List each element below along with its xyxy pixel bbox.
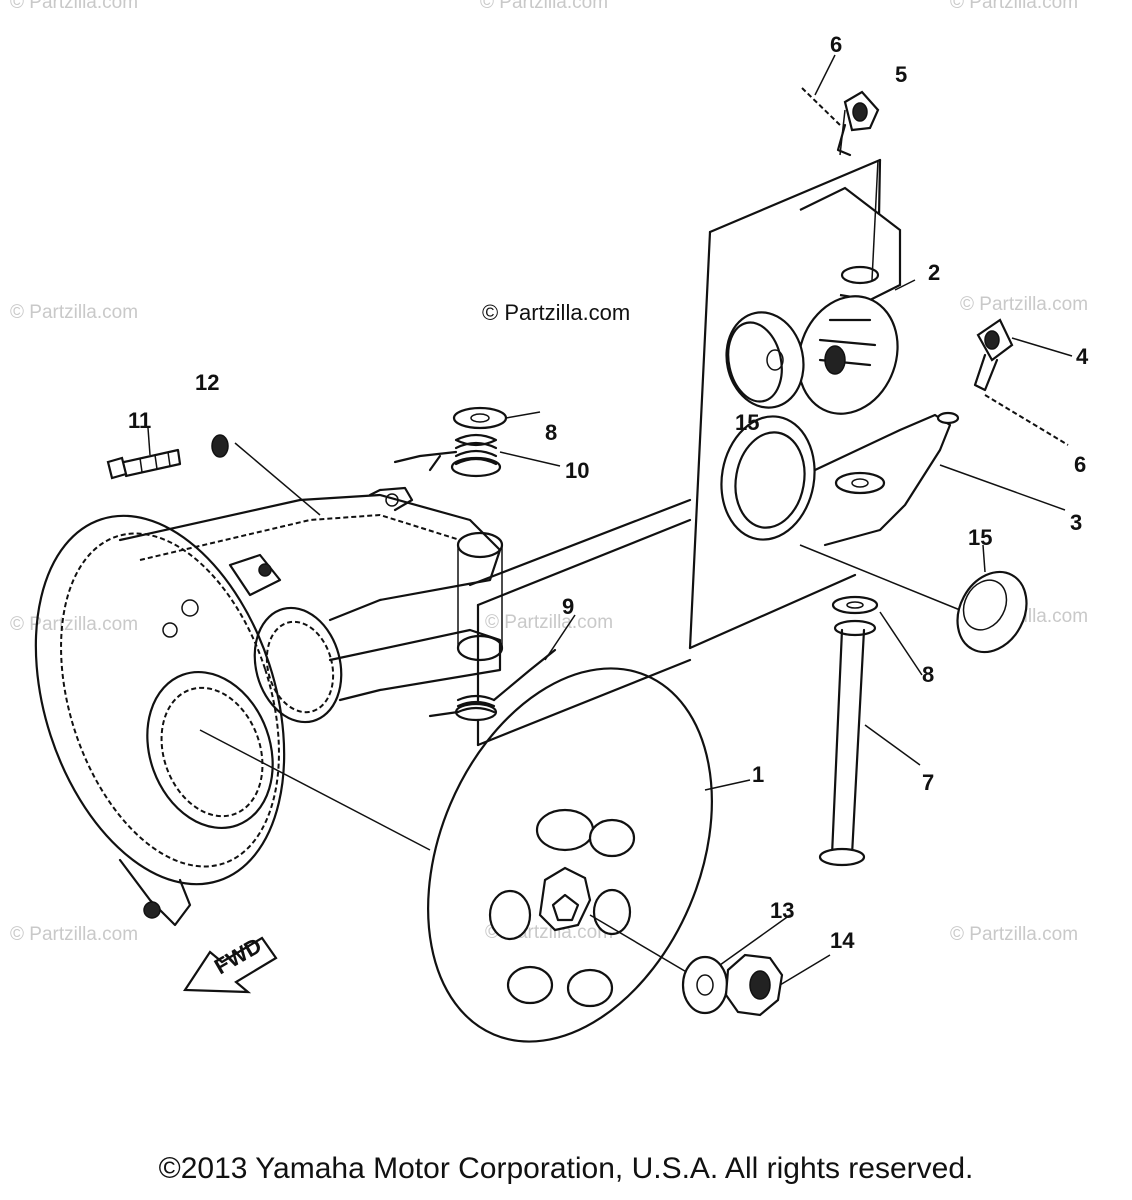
callout-8-upper: 8 — [545, 420, 557, 445]
callout-5: 5 — [895, 62, 907, 87]
callout-15-upper: 15 — [735, 410, 759, 435]
watermark: © Partzilla.com — [480, 0, 608, 13]
callout-3: 3 — [1070, 510, 1082, 535]
washer-8-upper — [452, 406, 508, 430]
watermark: © Partzilla.com — [950, 0, 1078, 13]
callout-10: 10 — [565, 458, 589, 483]
callout-8-lower: 8 — [922, 662, 934, 687]
drive-housing — [34, 486, 504, 927]
callout-9: 9 — [562, 594, 574, 619]
callout-13: 13 — [770, 898, 794, 923]
spring-9 — [428, 648, 557, 722]
watermark: © Partzilla.com — [10, 0, 138, 13]
leader-lines — [147, 279, 1073, 986]
callout-11: 11 — [128, 408, 151, 433]
callout-14: 14 — [830, 928, 855, 953]
watermark: © Partzilla.com — [485, 612, 613, 633]
watermark: © Partzilla.com — [10, 924, 138, 945]
callout-2: 2 — [928, 260, 940, 285]
pin-7 — [818, 619, 877, 867]
callout-6-right: 6 — [1074, 452, 1086, 477]
spring-10 — [393, 433, 502, 478]
pin-4 — [973, 318, 1014, 392]
assembly-outline-lines — [468, 109, 961, 747]
screw-6-top — [801, 54, 841, 126]
watermark: © Partzilla.com — [950, 924, 1078, 945]
washer-13 — [681, 955, 729, 1015]
washer-12 — [211, 434, 321, 516]
washer-8-lower — [831, 595, 879, 615]
callout-12: 12 — [195, 370, 219, 395]
callout-1: 1 — [752, 762, 764, 787]
copyright-notice: ©2013 Yamaha Motor Corporation, U.S.A. A… — [158, 1152, 974, 1185]
nut-14 — [724, 953, 784, 1017]
cap-15-lower — [956, 570, 1028, 654]
watermark: © Partzilla.com — [960, 294, 1088, 315]
callout-7: 7 — [922, 770, 934, 795]
disc-1 — [199, 667, 713, 1043]
callout-4: 4 — [1076, 344, 1089, 369]
screw-6-right — [984, 394, 1069, 446]
callout-labels: 1 2 3 4 5 6 6 7 8 8 9 10 11 12 13 14 15 … — [128, 32, 1089, 953]
partzilla-watermark: © Partzilla.com — [482, 300, 630, 325]
forward-arrow-icon: FWD — [183, 933, 278, 994]
weight-2 — [797, 159, 902, 415]
watermark: © Partzilla.com — [10, 302, 138, 323]
watermark: © Partzilla.com — [10, 614, 138, 635]
pin-5 — [836, 90, 880, 157]
callout-15-lower: 15 — [968, 525, 992, 550]
callout-6-top: 6 — [830, 32, 842, 57]
bolt-11 — [106, 448, 182, 480]
arm-3 — [720, 411, 960, 547]
roller-15-upper — [725, 311, 805, 409]
